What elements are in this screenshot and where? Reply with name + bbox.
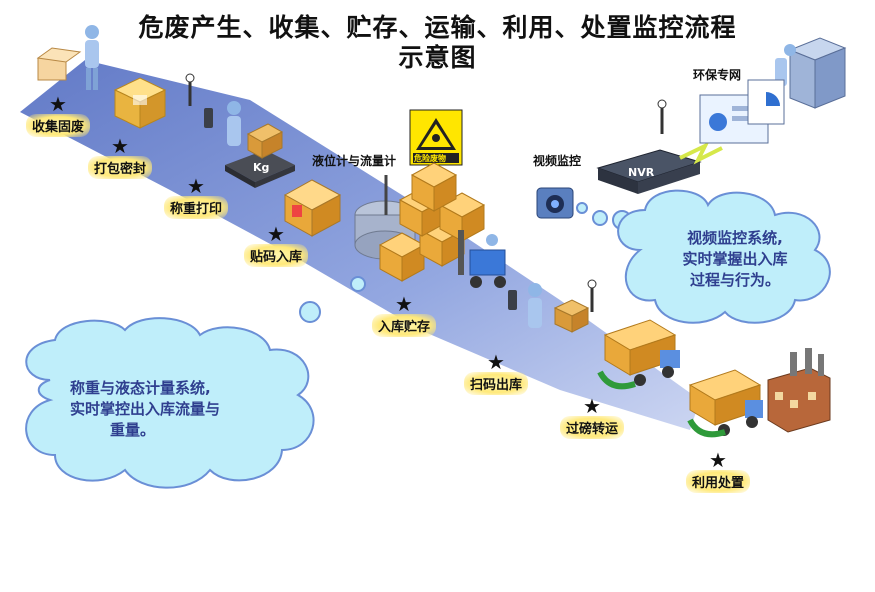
thought-bubble-left [25,276,366,489]
level-meter-label: 液位计与流量计 [312,154,397,168]
step-label: 打包密封 [88,156,153,179]
star-icon: ★ [49,92,67,116]
cloud-left-text: 称重与液态计量系统, 实时掌控出入库流量与 重量。 [70,378,270,441]
step-scanout: ★ 扫码出库 [464,350,529,395]
nvr-device-icon [596,149,702,194]
hazard-sign-label: 危险废物 [414,154,446,163]
star-icon: ★ [487,350,505,374]
cloud-left-line-3: 重量。 [110,421,156,439]
step-dispose: ★ 利用处置 [686,448,751,493]
factory-icon [767,348,831,433]
title-line-2: 示意图 [398,43,477,72]
packed-box-icon [113,77,167,129]
step-label: 扫码出库 [464,372,529,395]
star-icon: ★ [111,134,129,158]
hazard-sign-icon [409,109,463,166]
step-transfer: ★ 过磅转运 [560,394,625,439]
server-rack-icon [775,37,847,109]
step-label: 利用处置 [686,470,751,493]
forklift-icon [458,230,506,288]
step-weigh: ★ 称重打印 [164,174,229,219]
step-label: 过磅转运 [560,416,625,439]
antenna-icon [657,99,667,134]
cloud-left-line-2: 实时掌控出入库流量与 [70,400,221,418]
cloud-left-line-1: 称重与液态计量系统, [70,379,211,397]
cloud-right-line-1: 视频监控系统, [687,229,783,247]
title-line-1: 危废产生、收集、贮存、运输、利用、处置监控流程 [138,13,737,42]
thought-bubble-right [576,189,831,324]
cctv-camera-icon [536,187,574,219]
cloud-right-line-2: 实时掌握出入库 [682,250,788,268]
scale-unit-label: Kg [253,161,270,174]
antenna-icon [587,279,597,312]
step-pack: ★ 打包密封 [88,134,153,179]
star-icon: ★ [267,222,285,246]
star-icon: ★ [709,448,727,472]
monitor-report-icon [699,79,785,144]
star-icon: ★ [187,174,205,198]
epa-network-label: 环保专网 [693,68,742,82]
truck-icon [687,369,763,438]
step-label: 入库贮存 [372,314,437,337]
step-code: ★ 贴码入库 [244,222,309,267]
cloud-right-line-3: 过程与行为。 [689,271,780,289]
worker-scanout-icon [508,283,590,333]
star-icon: ★ [583,394,601,418]
antenna-icon [185,73,195,106]
star-icon: ★ [395,292,413,316]
cloud-right-text: 视频监控系统, 实时掌握出入库 过程与行为。 [660,228,810,291]
step-label: 贴码入库 [244,244,309,267]
truck-icon [597,319,680,390]
nvr-label: NVR [628,166,655,179]
step-store: ★ 入库贮存 [372,292,437,337]
step-label: 收集固废 [26,114,91,137]
step-collect: ★ 收集固废 [26,92,91,137]
worker-collect-icon [36,25,99,90]
worker-weigh-icon [204,101,295,188]
storage-boxes-icon [378,162,486,282]
network-link-icon [679,141,723,165]
step-label: 称重打印 [164,196,229,219]
video-label: 视频监控 [533,154,582,168]
coded-box-icon [283,179,342,237]
